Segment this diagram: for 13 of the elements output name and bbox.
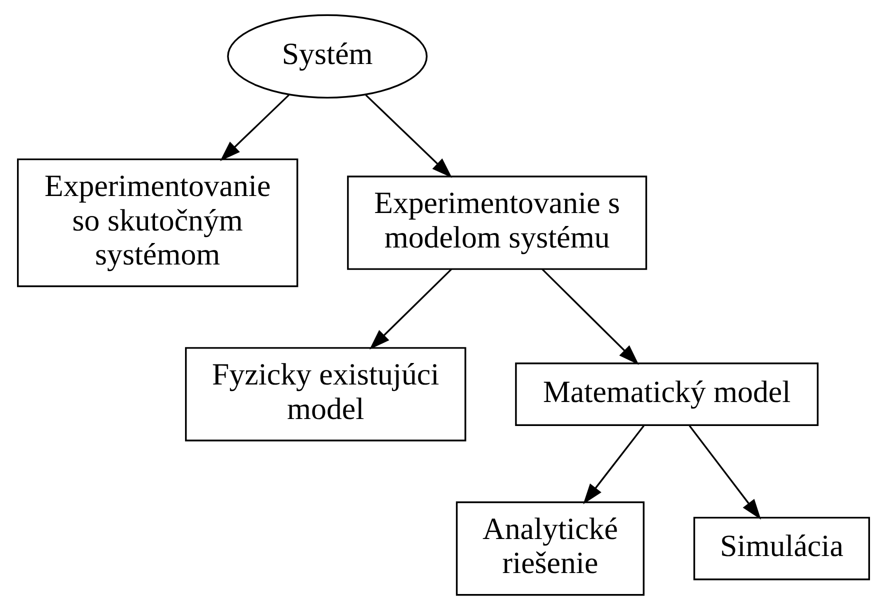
node-box: Experimentovanie s modelom systému: [347, 176, 648, 270]
arrow: [365, 94, 452, 178]
node-box: Experimentovanie so skutočným systémom: [17, 158, 298, 288]
arrow: [688, 425, 762, 520]
node-box: Simulácia: [693, 516, 870, 580]
node-box: Analytické riešenie: [456, 501, 645, 596]
arrow: [542, 268, 639, 365]
arrow: [583, 425, 644, 504]
arrow: [220, 94, 290, 162]
node-box: Fyzicky existujúci model: [185, 347, 466, 442]
node-ellipse: Systém: [227, 14, 428, 99]
arrow: [369, 268, 452, 350]
node-box: Matematický model: [515, 362, 819, 426]
